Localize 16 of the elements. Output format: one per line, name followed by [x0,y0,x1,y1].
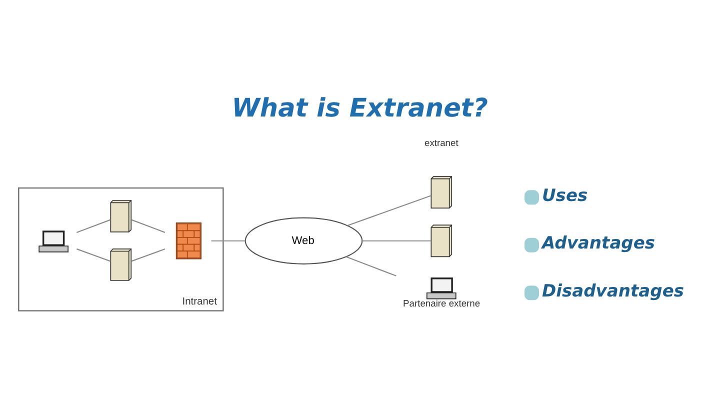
label: extranet [424,138,458,148]
connector [346,256,396,276]
diagram-title: What is Extranet? [232,92,488,123]
connector [130,218,166,232]
connector [76,248,111,262]
label: Uses [542,185,588,206]
node-label: Partenaire externe [403,298,480,308]
connector [211,240,246,241]
connector [76,218,111,233]
cluster: Intranet [18,186,224,311]
connector [362,240,432,241]
connector [130,248,166,262]
label: Advantages [542,233,656,254]
node-ellipse: Web [244,216,363,264]
label: Disadvantages [542,280,684,301]
connector [347,194,432,226]
